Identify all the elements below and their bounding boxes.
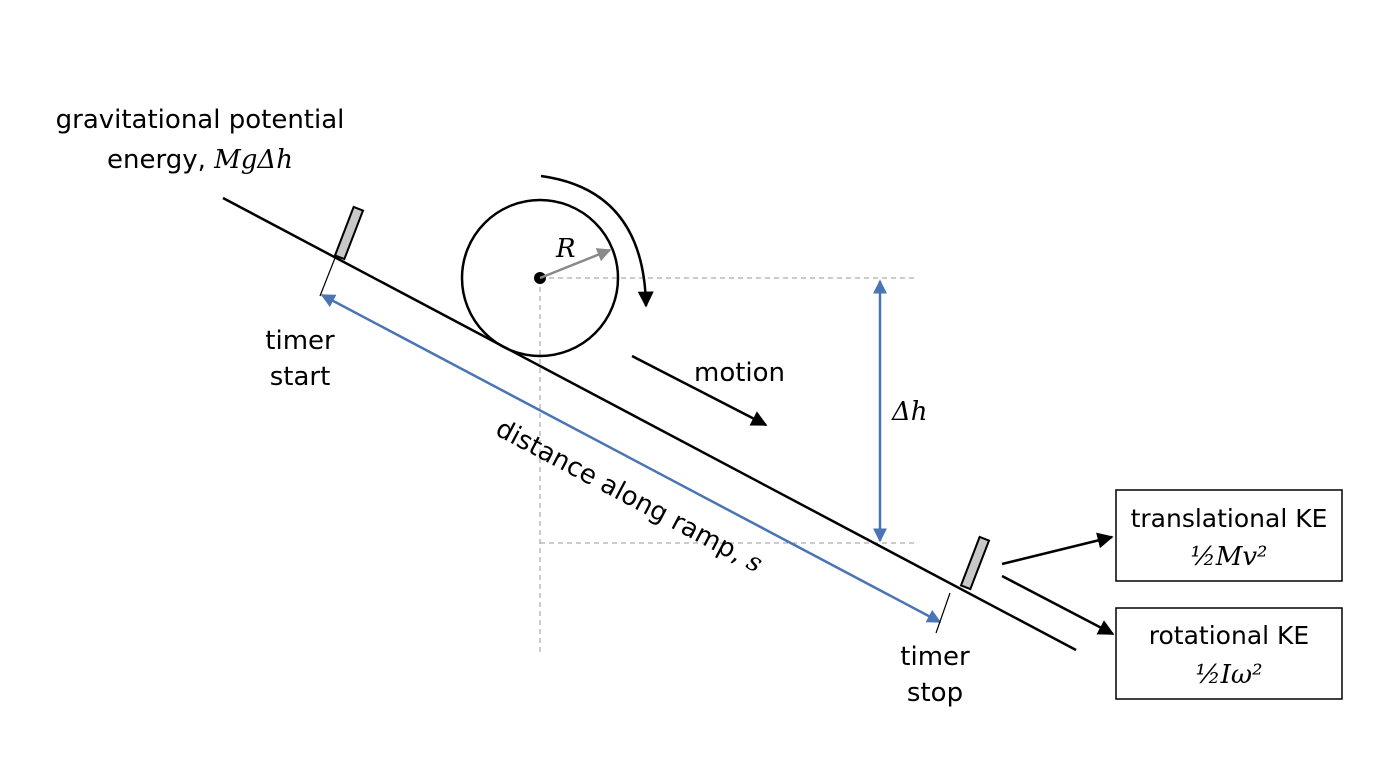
distance-label: distance along ramp, s bbox=[491, 414, 768, 580]
translational-ke-title: translational KE bbox=[1131, 504, 1328, 533]
rotational-ke-formula: ½Iω² bbox=[1195, 660, 1262, 690]
gpe-label-line2: energy, MgΔh bbox=[107, 145, 293, 175]
timer-stop-label-line1: timer bbox=[900, 642, 970, 672]
translational-ke-box: translational KE ½Mv² bbox=[1115, 489, 1343, 582]
ramp-surface bbox=[222, 196, 1077, 652]
timer-start-label-line1: timer bbox=[265, 326, 335, 356]
timer-stop-label-line2: stop bbox=[907, 678, 963, 708]
rotation-arrow bbox=[540, 174, 654, 308]
rotational-ke-box: rotational KE ½Iω² bbox=[1115, 607, 1343, 700]
translational-ke-arrow bbox=[1001, 532, 1114, 566]
timer-stop-gate bbox=[959, 535, 991, 591]
radius-arrow bbox=[539, 248, 612, 280]
rotational-ke-arrow bbox=[1001, 574, 1115, 636]
translational-ke-formula: ½Mv² bbox=[1191, 542, 1268, 572]
radius-label: R bbox=[555, 234, 576, 264]
gpe-label-line1: gravitational potential bbox=[56, 105, 345, 135]
distance-arrow bbox=[320, 293, 942, 624]
motion-label: motion bbox=[694, 358, 785, 388]
delta-h-label: Δh bbox=[891, 397, 928, 427]
timer-start-label-line2: start bbox=[270, 362, 331, 392]
rotational-ke-title: rotational KE bbox=[1149, 621, 1309, 650]
timer-start-gate bbox=[333, 205, 365, 261]
timer-stop-tick bbox=[935, 592, 951, 634]
timer-start-tick bbox=[319, 257, 336, 297]
